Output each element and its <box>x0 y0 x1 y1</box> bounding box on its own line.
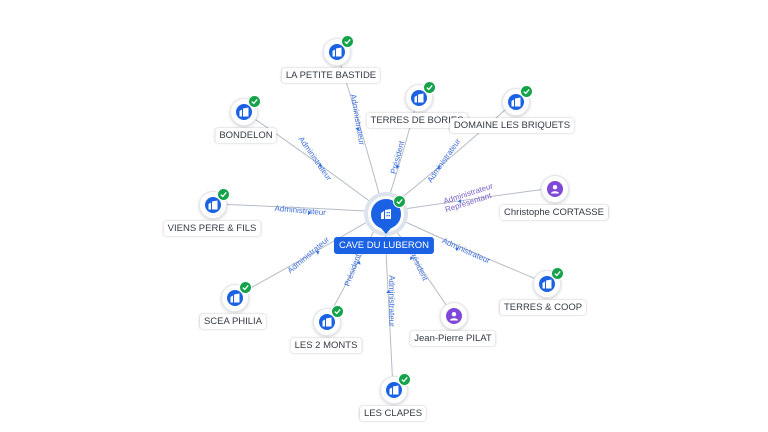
node-label-pilat[interactable]: Jean-Pierre PILAT <box>410 331 496 346</box>
node-label-clapes[interactable]: LES CLAPES <box>359 406 427 421</box>
relation-label-terres-bories: Président <box>389 139 407 175</box>
node-label-terres-bories[interactable]: TERRES DE BORIES <box>366 113 468 128</box>
node-label-petite-bastide[interactable]: LA PETITE BASTIDE <box>281 68 381 83</box>
relation-label-viens: Administrateur <box>274 204 326 217</box>
relation-label-clapes: Administrateur <box>387 275 396 327</box>
relation-arrow-terres-bories <box>395 165 400 169</box>
relation-edge-viens <box>211 203 385 213</box>
company-node-clapes[interactable] <box>380 373 411 404</box>
person-node-cortasse[interactable] <box>541 175 569 203</box>
relation-label-scea-philia: Administrateur <box>286 235 332 275</box>
building-icon <box>389 385 399 395</box>
person-icon <box>450 312 458 321</box>
relation-arrow-terres-coop <box>455 247 459 252</box>
node-label-cortasse[interactable]: Christophe CORTASSE <box>500 205 608 220</box>
building-icon <box>414 93 424 103</box>
verified-check-icon <box>248 95 261 108</box>
node-label-scea-philia[interactable]: SCEA PHILIA <box>199 314 267 329</box>
company-node-terres-coop[interactable] <box>533 267 564 298</box>
center-company-label[interactable]: CAVE DU LUBERON <box>333 237 435 254</box>
building-icon <box>239 107 249 117</box>
relation-arrow-pilat <box>410 256 414 261</box>
relation-label-bondelon: Administrateur <box>297 135 334 183</box>
verified-check-icon <box>393 195 406 208</box>
node-label-viens[interactable]: VIENS PERE & FILS <box>163 221 261 236</box>
building-icon <box>208 200 218 210</box>
relation-arrow-clapes <box>386 290 391 294</box>
relation-arrow-petite-bastide <box>355 126 360 131</box>
company-node-briquets[interactable] <box>502 85 533 116</box>
verified-check-icon <box>520 85 533 98</box>
relation-arrow-deux-monts <box>356 261 361 265</box>
verified-check-icon <box>331 305 344 318</box>
relation-arrow-viens <box>307 210 311 216</box>
building-icon <box>542 279 552 289</box>
company-node-scea-philia[interactable] <box>221 281 252 312</box>
node-label-terres-coop[interactable]: TERRES & COOP <box>499 300 587 315</box>
building-icon <box>332 47 342 57</box>
node-label-bondelon[interactable]: BONDELON <box>215 128 277 143</box>
relation-label-briquets: Administrateur <box>425 137 462 185</box>
building-icon <box>511 97 521 107</box>
relation-label-petite-bastide: Administrateur <box>349 93 367 146</box>
center-pin-tail <box>380 227 392 234</box>
relation-arrow-briquets <box>437 165 442 169</box>
relation-edge-terres-coop <box>383 211 547 284</box>
company-node-bondelon[interactable] <box>230 95 261 126</box>
building-icon <box>230 293 240 303</box>
company-node-petite-bastide[interactable] <box>323 35 354 66</box>
company-node-deux-monts[interactable] <box>313 305 344 336</box>
building-icon <box>322 317 332 327</box>
building-icon <box>381 209 391 219</box>
relation-label-deux-monts: Président <box>343 252 363 288</box>
verified-check-icon <box>423 81 436 94</box>
person-icon <box>551 185 559 194</box>
node-label-briquets[interactable]: DOMAINE LES BRIQUETS <box>449 118 575 133</box>
company-node-terres-bories[interactable] <box>405 81 436 112</box>
relation-edge-petite-bastide <box>335 50 385 213</box>
relation-arrow-bondelon <box>318 162 322 167</box>
relation-arrow-cortasse <box>458 198 462 204</box>
verified-check-icon <box>239 281 252 294</box>
relation-label-terres-coop: Administrateur <box>441 236 492 265</box>
verified-check-icon <box>551 267 564 280</box>
company-node-viens[interactable] <box>199 188 230 219</box>
node-label-deux-monts[interactable]: LES 2 MONTS <box>290 338 362 353</box>
relation-arrow-scea-philia <box>315 250 320 255</box>
verified-check-icon <box>341 35 354 48</box>
person-node-pilat[interactable] <box>440 302 468 330</box>
verified-check-icon <box>398 373 411 386</box>
relation-edge-cortasse <box>383 187 555 213</box>
verified-check-icon <box>217 188 230 201</box>
relation-edge-bondelon <box>242 110 385 213</box>
